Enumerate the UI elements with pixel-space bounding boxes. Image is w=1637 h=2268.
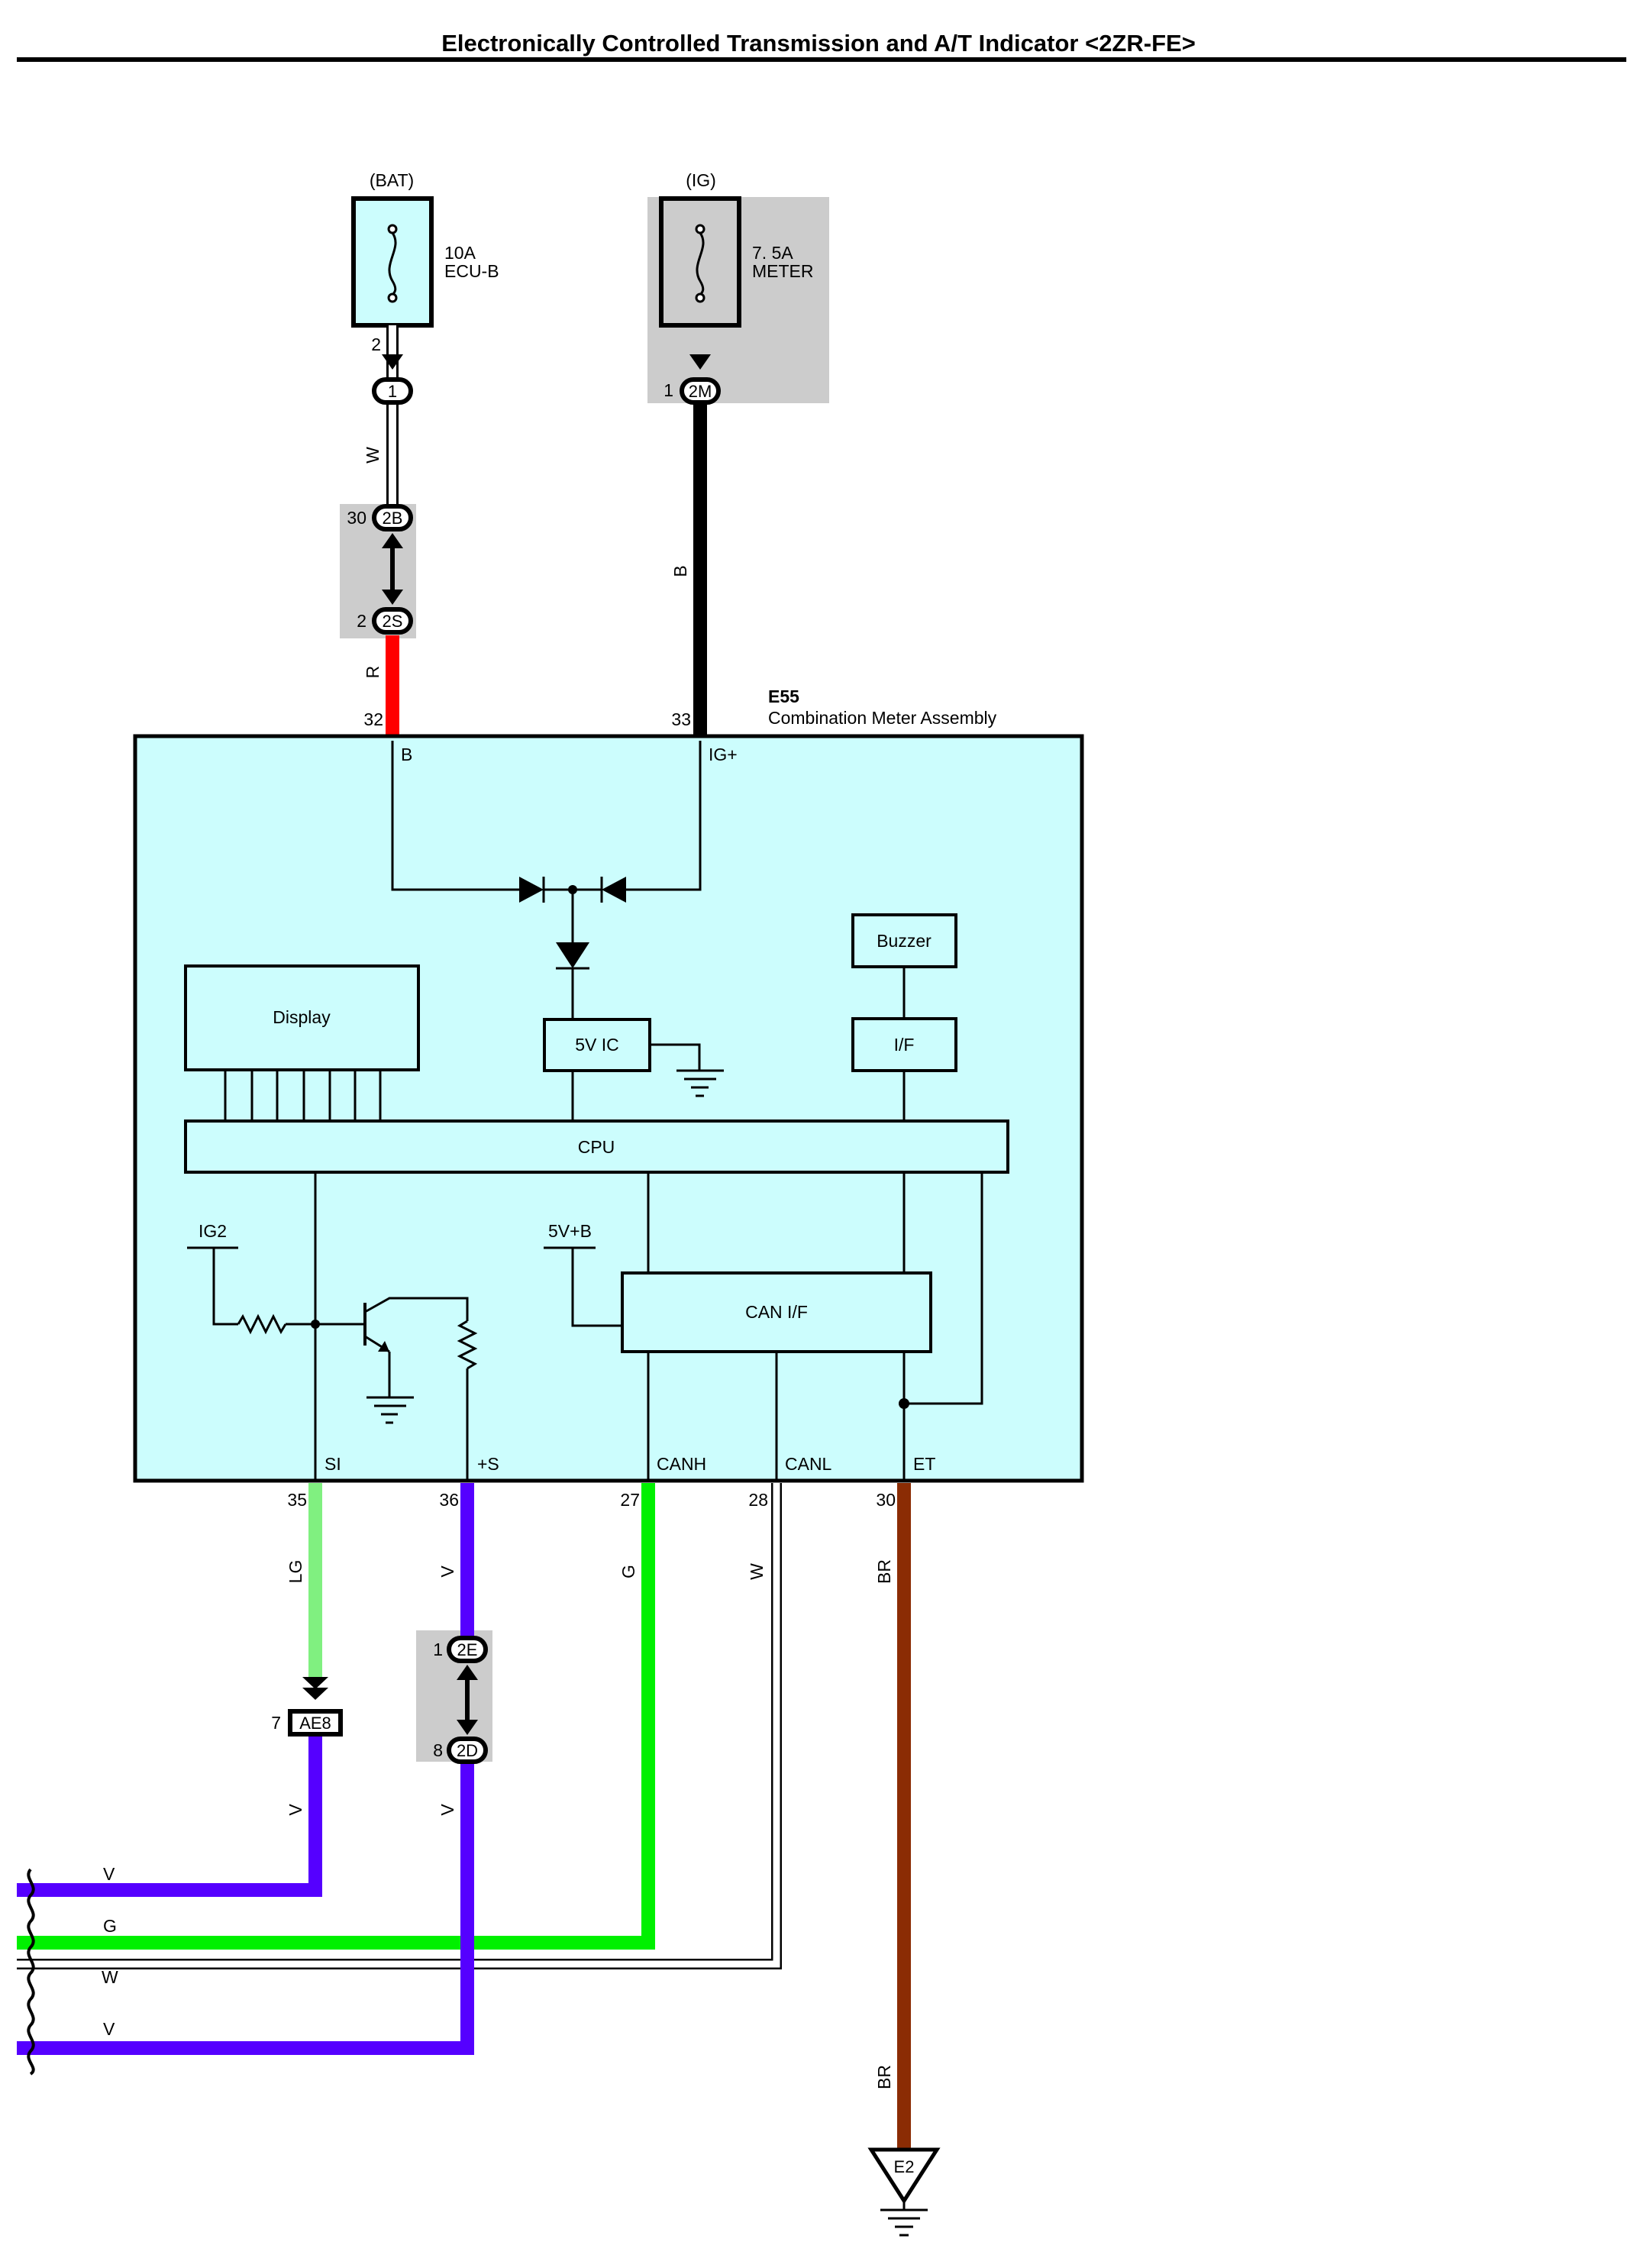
if-block [851, 1017, 957, 1072]
wire-label-br-top: BR [874, 1559, 894, 1584]
connector-ae8-arrow [302, 1677, 328, 1700]
connector-2d [447, 1737, 488, 1764]
can-if-label: CAN I/F [745, 1302, 808, 1322]
wire-label-g: G [618, 1565, 638, 1578]
wire-label-lg: LG [286, 1560, 305, 1584]
connector-2b-2s-link [382, 533, 403, 605]
ecu-b-fuse-pin: 2 [371, 334, 381, 354]
wire-v-2d [17, 1764, 474, 2055]
ground-e2-id: E2 [894, 2157, 915, 2176]
bat-source-label: (BAT) [370, 170, 414, 190]
meter-fuse-box [659, 196, 741, 328]
ecu-b-fuse-icon [387, 224, 398, 303]
ig-source-label: (IG) [686, 170, 716, 190]
wire-label-w-canl: W [747, 1563, 767, 1580]
ecu-b-fuse-box [351, 196, 434, 328]
connector-2b-id: 2B [383, 509, 403, 528]
connector-2b-pin: 30 [347, 508, 366, 528]
connector-2e-pin: 1 [433, 1640, 443, 1659]
wire-label-w-top: W [363, 447, 383, 464]
wire-w-canl-core [17, 1483, 780, 1968]
5v-ic-ground-icon [650, 1043, 724, 1097]
terminal-si-label: SI [324, 1454, 341, 1474]
ground-e2-symbol [867, 2147, 941, 2205]
wire-label-b: B [670, 565, 690, 577]
terminal-b-label: B [401, 745, 412, 764]
display-block [184, 964, 420, 1071]
terminal-s-label: +S [477, 1454, 499, 1474]
terminal-b-pin: 32 [363, 709, 383, 729]
connector-2b [372, 504, 413, 531]
wire-label-r: R [363, 666, 383, 679]
wire-v-ae8 [17, 1737, 322, 1897]
connector-ae8-id: AE8 [299, 1714, 331, 1733]
bus-label-v2: V [103, 2019, 115, 2039]
bus-label-g: G [103, 1916, 117, 1936]
can-supply-lines [544, 1246, 622, 1327]
power-diode-network [391, 741, 702, 1019]
connector-1 [372, 377, 413, 405]
si-input-circuit [187, 1172, 478, 1481]
terminal-canl-label: CANL [785, 1454, 832, 1474]
can-bus-lines [647, 1172, 983, 1481]
display-label: Display [273, 1007, 331, 1027]
connector-ae8 [288, 1709, 343, 1737]
wire-g [17, 1483, 655, 1950]
connector-2e-id: 2E [457, 1640, 478, 1659]
wire-label-v-s: V [438, 1565, 457, 1578]
5v-ic-block [543, 1018, 651, 1072]
meter-fuse-terminal-arrow [689, 354, 711, 370]
buzzer-label: Buzzer [877, 931, 932, 951]
meter-fuse-name: METER [752, 261, 814, 281]
page-title: Electronically Controlled Transmission a… [441, 30, 1196, 57]
bus-label-w: W [102, 1967, 118, 1987]
if-label: I/F [894, 1035, 915, 1055]
meter-name: Combination Meter Assembly [768, 708, 997, 728]
display-bus-lines [224, 1070, 382, 1121]
terminal-et-pin: 30 [876, 1490, 896, 1510]
cpu-label: CPU [578, 1137, 615, 1157]
terminal-canh-label: CANH [657, 1454, 706, 1474]
can-if-block [621, 1271, 932, 1353]
ground-icon [880, 2201, 928, 2237]
cpu-block [184, 1119, 1009, 1174]
ig2-label: IG2 [199, 1221, 227, 1241]
terminal-canh-pin: 27 [620, 1490, 640, 1510]
ecu-b-fuse-rating: 10A [444, 243, 476, 263]
terminal-ig-pin: 33 [671, 709, 691, 729]
terminal-s-pin: 36 [439, 1490, 459, 1510]
connector-2m-id: 2M [689, 382, 712, 401]
bus-label-v1: V [103, 1864, 115, 1884]
connector-2s-id: 2S [383, 612, 403, 631]
title-rule [17, 57, 1626, 62]
meter-code: E55 [768, 687, 799, 706]
wire-label-v-ae8: V [286, 1804, 305, 1816]
meter-fuse-rating: 7. 5A [752, 243, 793, 263]
connector-ae8-pin: 7 [271, 1713, 281, 1733]
5v-b-label: 5V+B [548, 1221, 592, 1241]
terminal-ig-label: IG+ [709, 745, 738, 764]
combination-meter-block [133, 734, 1084, 1483]
wire-continuation-marker [27, 1868, 35, 2076]
terminal-canl-pin: 28 [748, 1490, 768, 1510]
meter-fuse-pin: 1 [664, 380, 673, 400]
connector-2s [372, 607, 413, 635]
connector-2e-2d-link [457, 1665, 478, 1735]
connector-2d-id: 2D [457, 1741, 478, 1760]
wire-label-br-low: BR [874, 2065, 894, 2089]
ecu-b-fuse-name: ECU-B [444, 261, 499, 281]
connector-2m [680, 377, 721, 405]
terminal-si-pin: 35 [287, 1490, 307, 1510]
connector-2d-pin: 8 [433, 1740, 443, 1760]
connector-2e [447, 1636, 488, 1663]
meter-fuse-icon [695, 224, 705, 303]
ecu-b-terminal-arrow [382, 354, 403, 370]
5v-ic-label: 5V IC [575, 1035, 619, 1055]
connector-1-id: 1 [388, 382, 397, 401]
wire-label-v-2d: V [438, 1804, 457, 1816]
terminal-et-label: ET [913, 1454, 935, 1474]
connector-2s-pin: 2 [357, 611, 366, 631]
